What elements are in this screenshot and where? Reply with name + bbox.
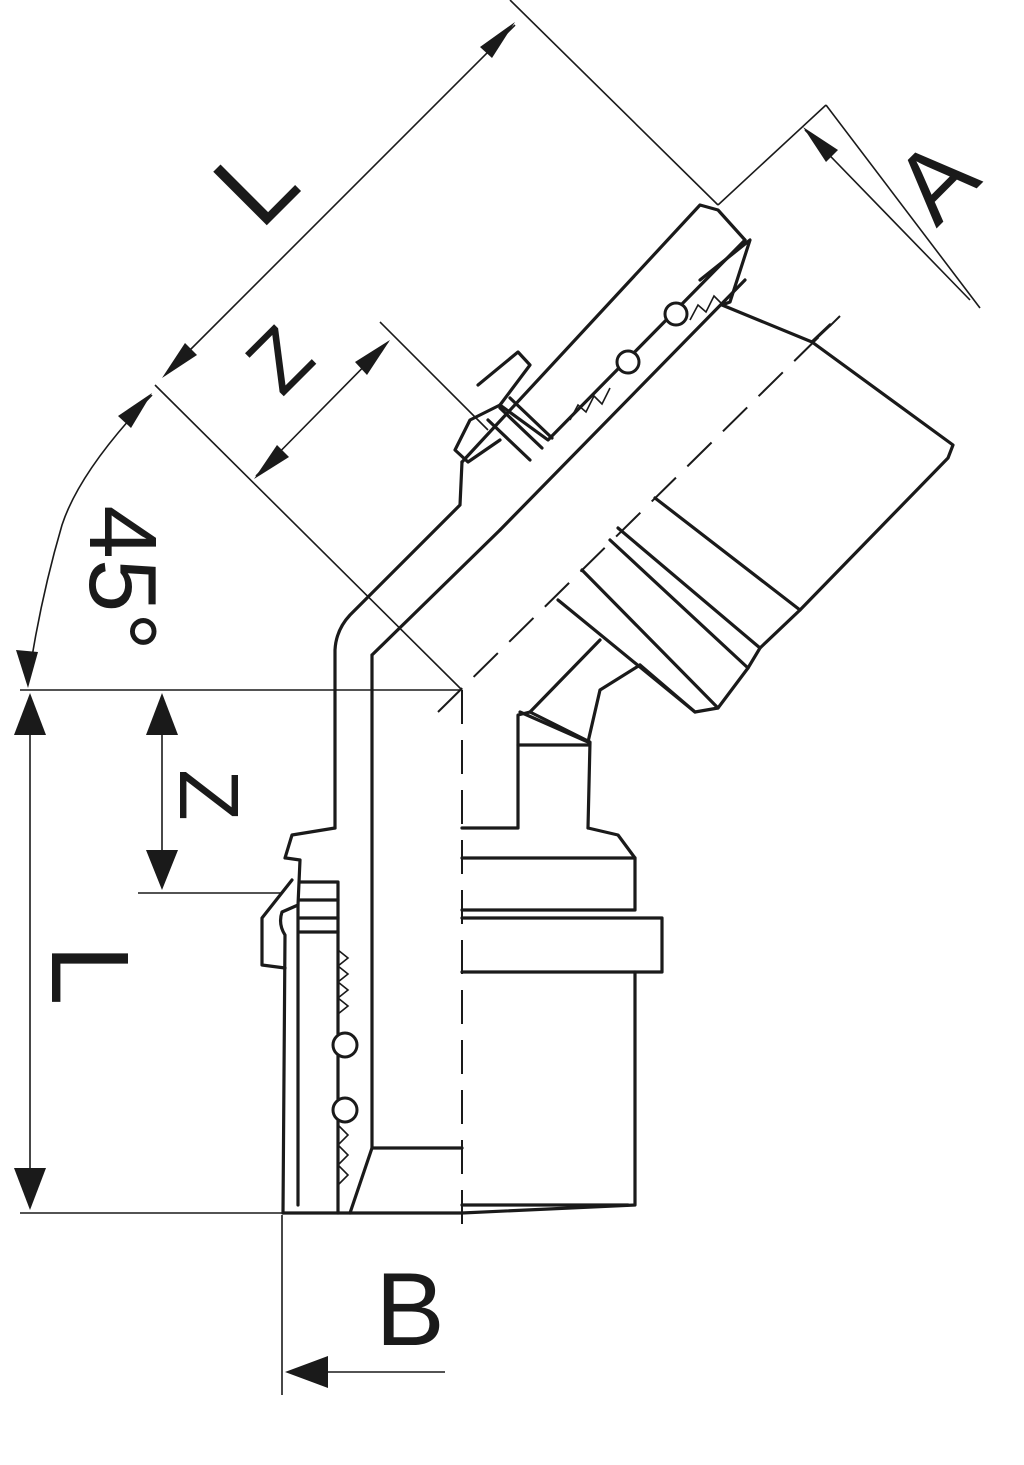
label-A: A [873,118,1000,245]
vertical-press-sleeve [260,710,664,1215]
dimension-arc-45 [16,393,153,688]
dimension-line-L-vertical [14,693,46,1210]
extension-lines [20,0,981,1395]
label-B: B [375,1252,444,1368]
dimension-labels: L Z A 45° Z L B [28,118,999,1368]
dimension-line-L-angled [162,22,516,378]
fitting-body [283,460,502,1215]
label-angle-45: 45° [69,505,176,650]
dimension-line-B [285,1356,445,1388]
label-Z-angled: Z [228,308,331,411]
label-Z-vertical: Z [162,769,256,820]
label-L-vertical: L [28,944,151,1005]
label-L-angled: L [190,118,320,248]
dimension-line-Z-angled [254,340,390,479]
angled-press-sleeve [453,203,955,744]
dimension-line-A [803,127,971,301]
dimension-line-Z-vertical [146,693,178,890]
center-lines [437,315,841,1240]
